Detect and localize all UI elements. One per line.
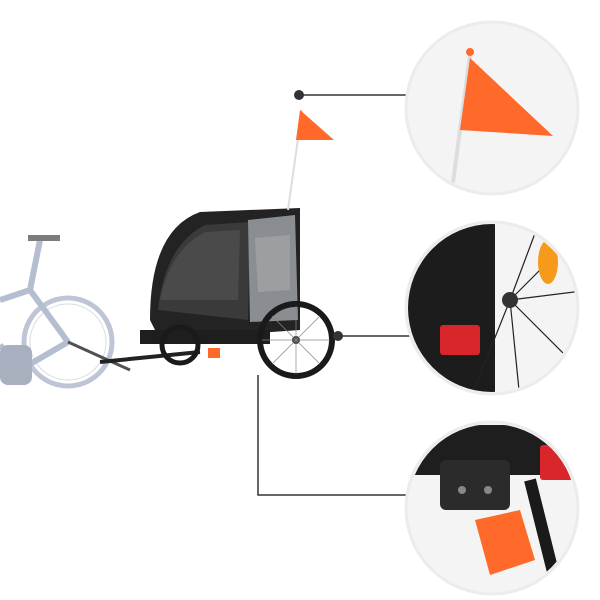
trailer-wheel <box>257 301 335 379</box>
orange-spoke-reflector <box>538 240 558 284</box>
detail-reflectors <box>404 220 580 396</box>
callout-dot-flag <box>294 90 304 100</box>
callout-dot-reflector <box>333 331 343 341</box>
detail-flag <box>404 20 580 196</box>
flag <box>296 110 334 140</box>
red-rear-reflector <box>440 325 480 355</box>
bike-rear-wheel <box>21 295 115 389</box>
detail-brake-pedal <box>404 420 580 596</box>
callout-lines <box>257 94 410 496</box>
bicycle <box>0 235 131 389</box>
bike-trailer <box>99 109 335 379</box>
orange-pedal <box>475 510 535 575</box>
